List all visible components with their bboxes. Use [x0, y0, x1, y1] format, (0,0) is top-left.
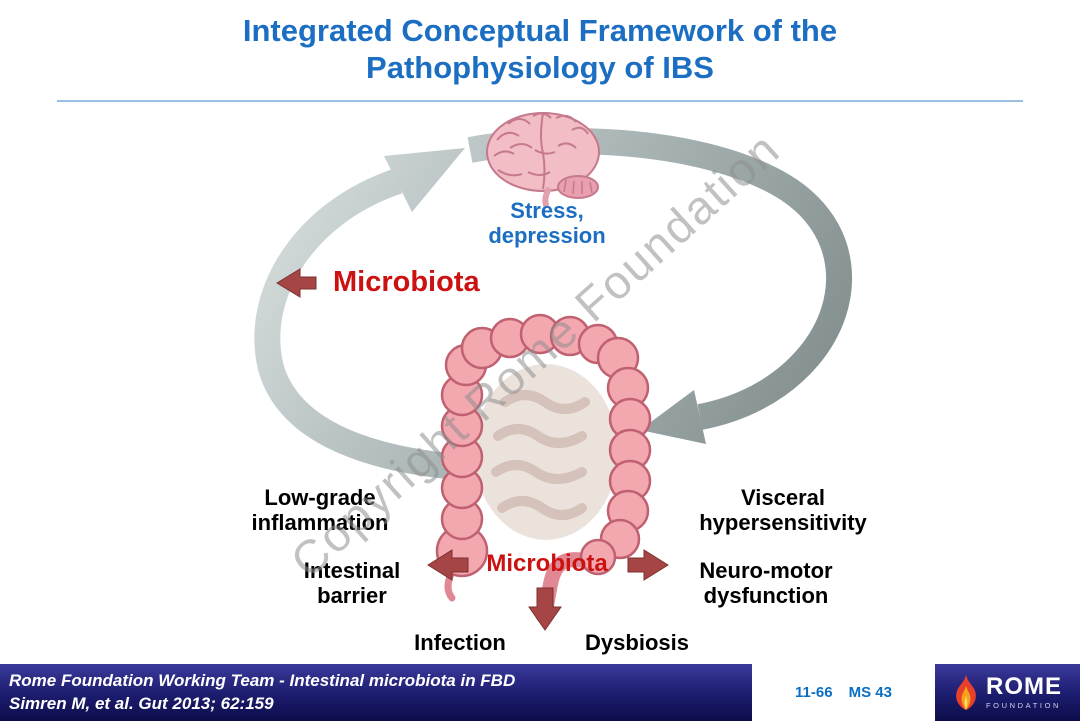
microbiota-center-label: Microbiota — [486, 550, 608, 577]
page-title: Integrated Conceptual Framework of the P… — [0, 12, 1080, 86]
logo-text: ROME FOUNDATION — [986, 675, 1062, 710]
logo-subtitle: FOUNDATION — [986, 701, 1062, 711]
dysbiosis-label: Dysbiosis — [585, 630, 689, 655]
flame-icon — [956, 673, 976, 710]
intestinal-barrier-label: Intestinal barrier — [303, 558, 401, 608]
low-grade-line2: inflammation — [251, 509, 389, 535]
visceral-line2: hypersensitivity — [699, 509, 867, 535]
visceral-hypersensitivity-label: Visceral hypersensitivity — [699, 485, 867, 535]
arrow-down-icon — [528, 587, 562, 631]
low-grade-line1: Low-grade — [264, 485, 376, 510]
slide-number: 11-66 — [795, 684, 833, 701]
footer-bar: Rome Foundation Working Team - Intestina… — [0, 664, 1080, 721]
low-grade-inflammation-label: Low-grade inflammation — [251, 485, 389, 535]
stress-line1: Stress, — [510, 198, 584, 223]
cycle-arrows-icon — [254, 128, 852, 481]
arrow-right-icon — [627, 549, 669, 581]
arrow-left-icon — [276, 268, 317, 298]
neuromotor-line2: dysfunction — [703, 582, 829, 608]
microbiota-top-label: Microbiota — [333, 266, 480, 298]
intestinal-line1: Intestinal — [303, 558, 401, 583]
brain-icon — [486, 112, 600, 208]
logo-name: ROME — [986, 673, 1062, 701]
ms-code: MS 43 — [848, 684, 892, 701]
footer-citation-line2: Simren M, et al. Gut 2013; 62:159 — [9, 694, 274, 714]
slide-number-box: 11-66 MS 43 — [752, 664, 935, 721]
intestinal-line2: barrier — [317, 582, 387, 608]
footer-citation: Rome Foundation Working Team - Intestina… — [9, 669, 515, 715]
stress-depression-label: Stress, depression — [488, 198, 606, 248]
rome-foundation-logo: ROME FOUNDATION — [935, 664, 1080, 721]
stress-line2: depression — [488, 222, 606, 248]
title-underline — [57, 100, 1023, 102]
footer-citation-line1: Rome Foundation Working Team - Intestina… — [9, 671, 516, 690]
visceral-line1: Visceral — [740, 485, 826, 510]
page-title-line2: Pathophysiology of IBS — [366, 50, 714, 86]
infection-label: Infection — [414, 630, 506, 655]
arrow-left-icon — [427, 549, 469, 581]
page-title-line1: Integrated Conceptual Framework of the — [242, 13, 838, 48]
neuromotor-dysfunction-label: Neuro-motor dysfunction — [699, 558, 833, 608]
neuromotor-line1: Neuro-motor — [699, 558, 833, 583]
